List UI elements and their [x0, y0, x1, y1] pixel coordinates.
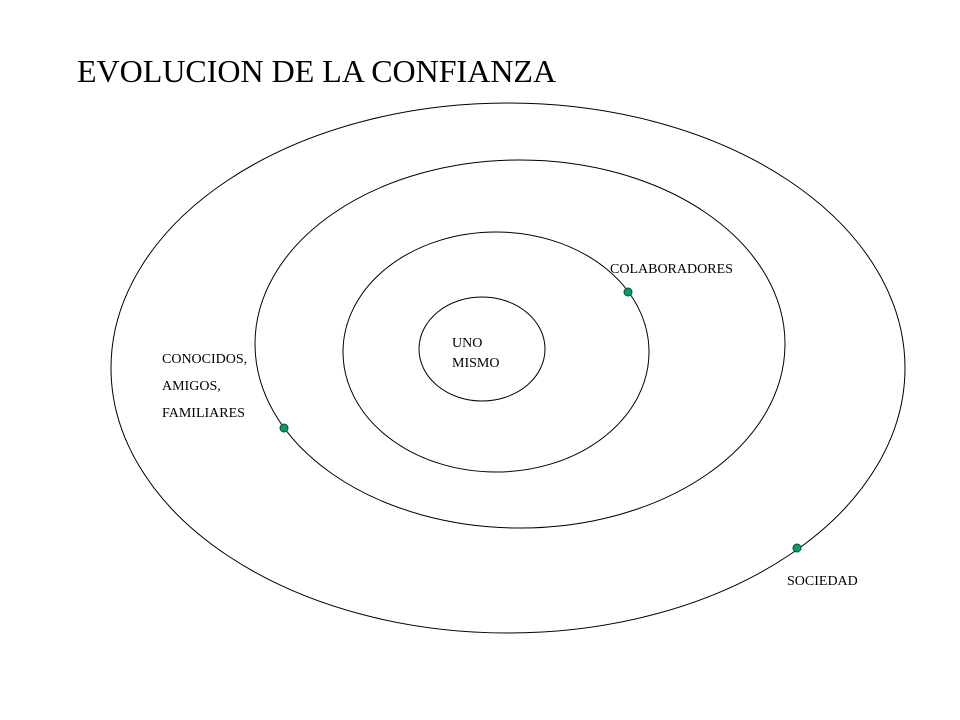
label-acquaintances-line-1: CONOCIDOS, [162, 352, 248, 367]
label-collaborators: COLABORADORES [610, 262, 733, 277]
label-society: SOCIEDAD [787, 574, 858, 589]
ring-self [418, 296, 546, 402]
label-self-line-2: MISMO [452, 356, 500, 371]
collaborators-marker [623, 287, 633, 297]
acquaintances-marker [279, 423, 289, 433]
ring-collaborators [342, 231, 650, 473]
ring-acquaintances [254, 159, 786, 529]
label-self-line-1: UNO [452, 336, 483, 351]
ring-society [110, 102, 906, 634]
label-acquaintances-line-2: AMIGOS, [162, 379, 221, 394]
label-acquaintances: CONOCIDOS, AMIGOS, FAMILIARES [162, 350, 247, 431]
society-marker [792, 543, 802, 553]
label-self: UNO MISMO [452, 334, 499, 374]
slide-title: EVOLUCION DE LA CONFIANZA [77, 53, 557, 89]
label-acquaintances-line-3: FAMILIARES [162, 406, 245, 421]
